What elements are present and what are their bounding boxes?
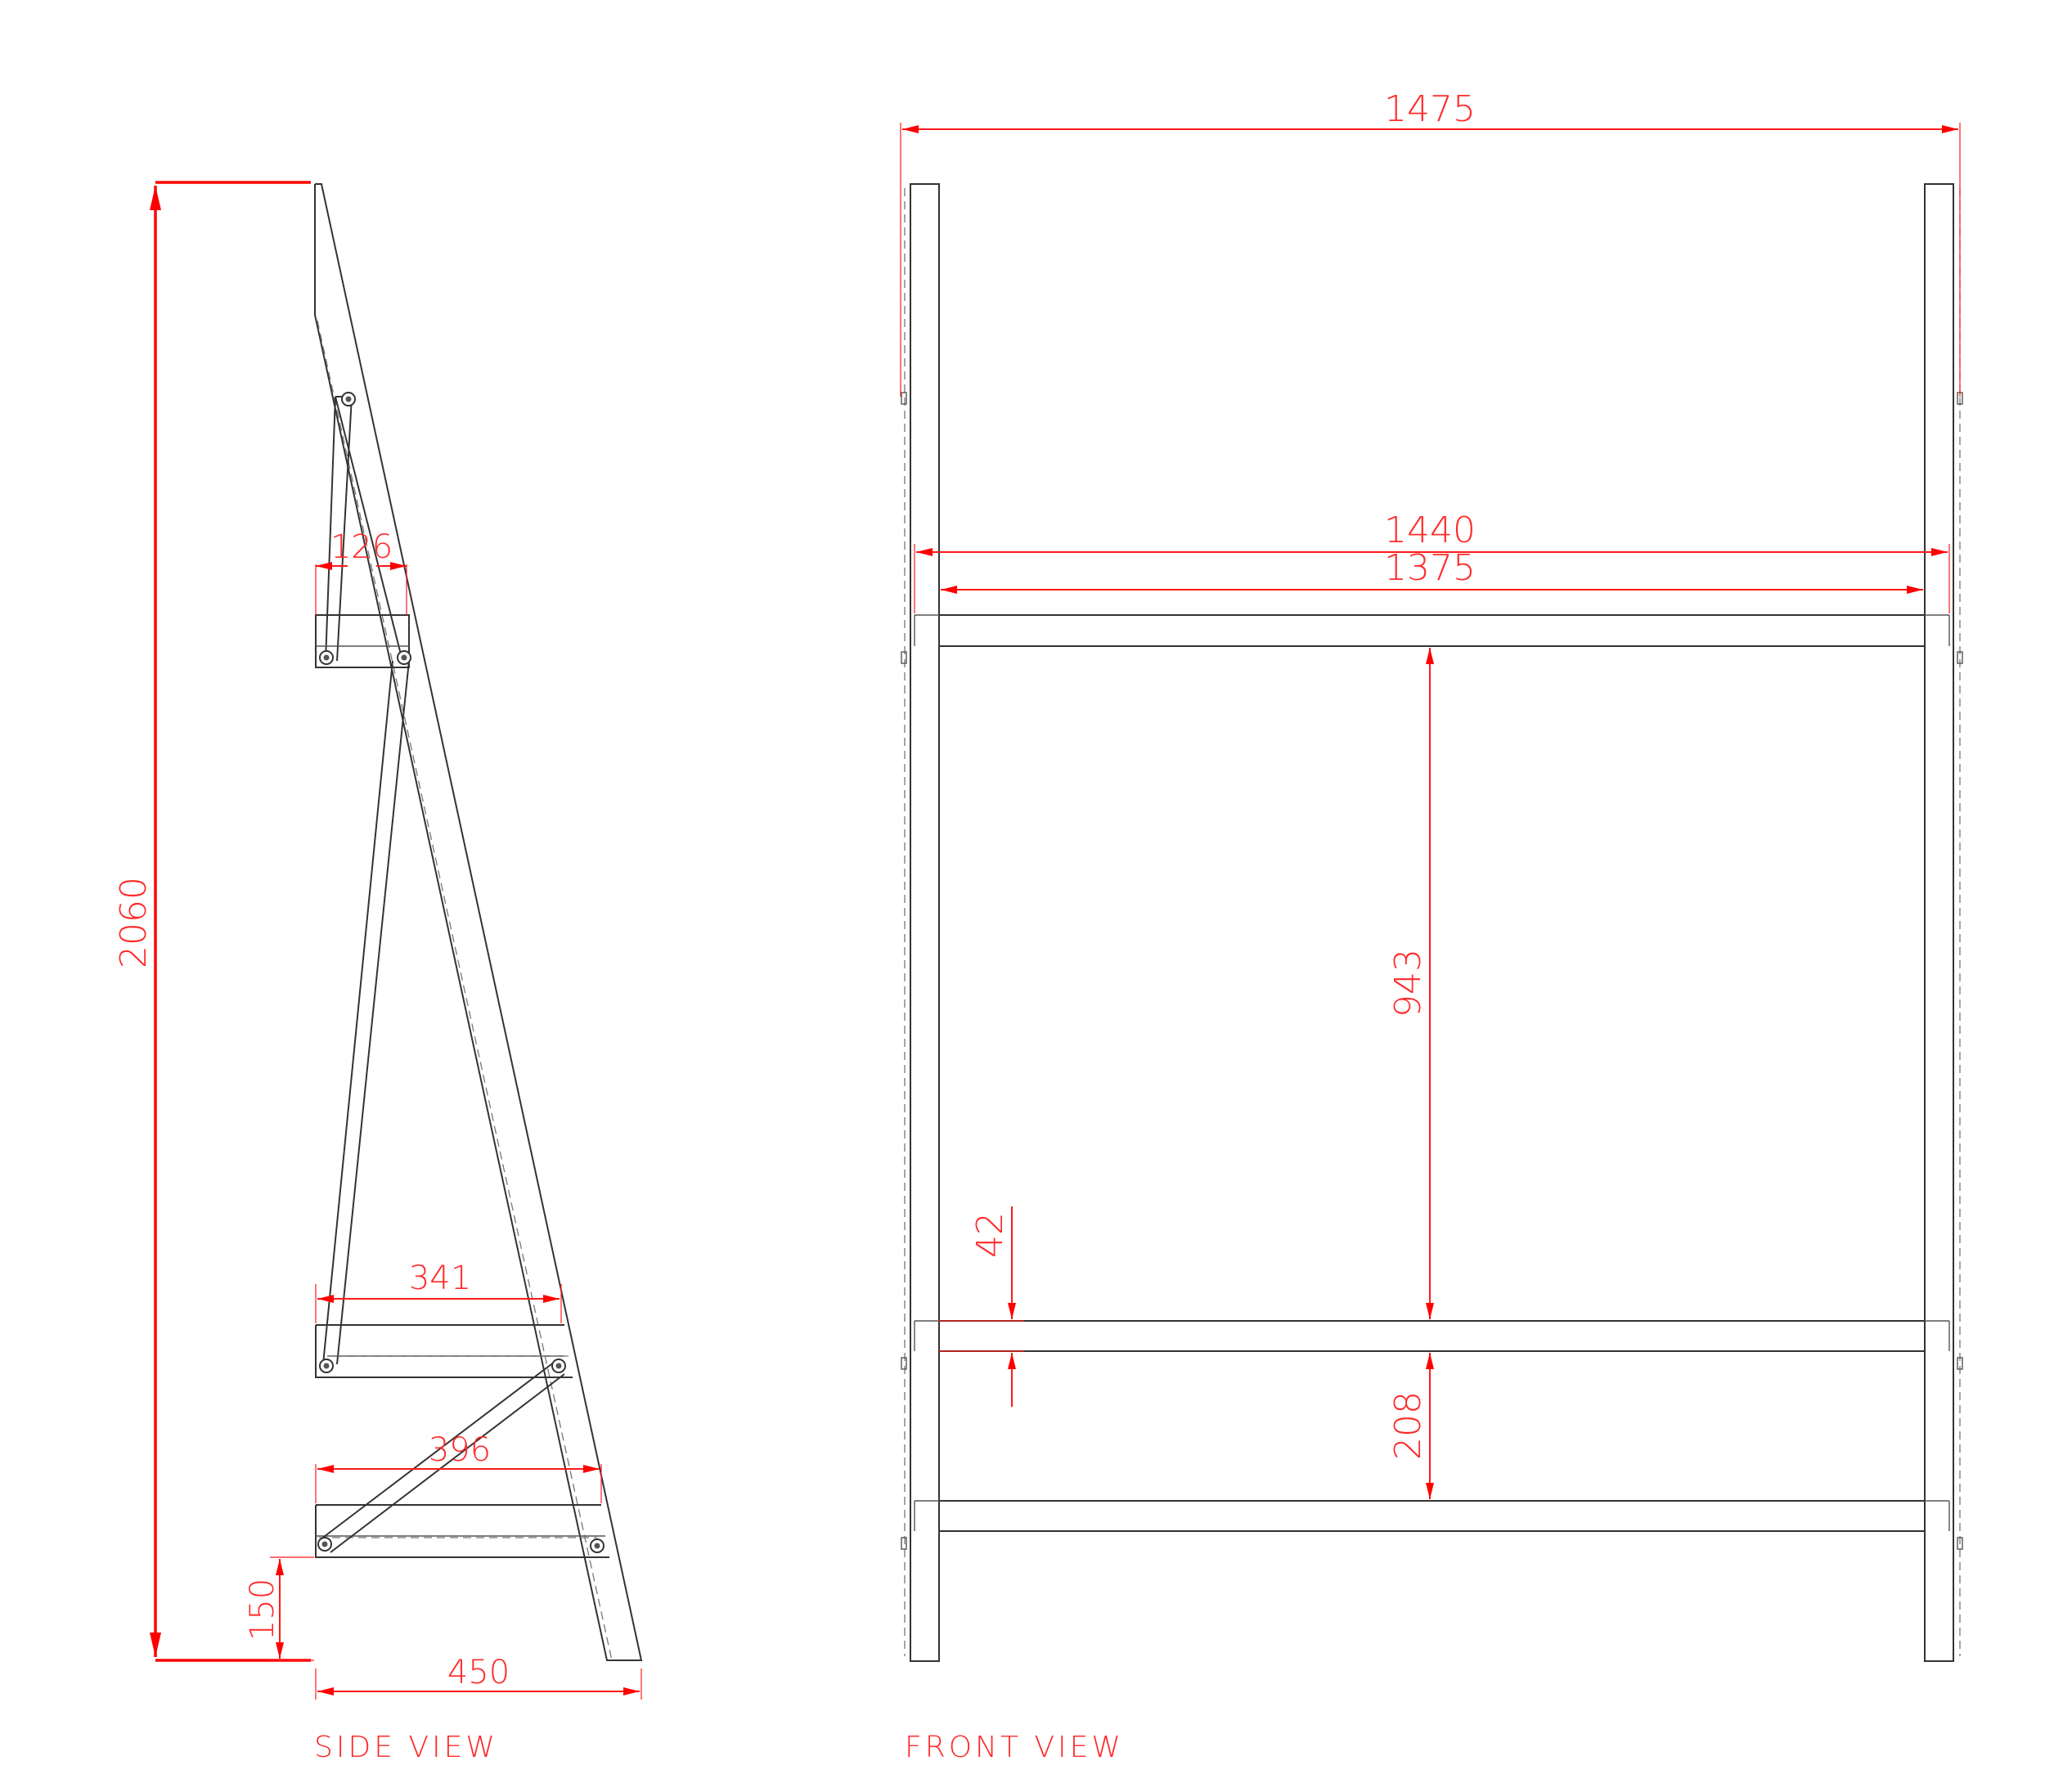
dim-shelf-width-outer: 1440 xyxy=(914,510,1950,613)
bolt-icon xyxy=(901,1357,907,1370)
dim-top-shelf-depth: 126 xyxy=(315,528,407,615)
front-bottom-shelf xyxy=(914,1500,1950,1532)
side-middle-shelf xyxy=(315,1324,573,1378)
bolt-icon xyxy=(901,1537,907,1550)
dim-overall-height: 2060 xyxy=(113,181,311,1662)
dim-shelf-thickness-label: 42 xyxy=(969,1212,1011,1258)
dim-bottom-clearance-label: 150 xyxy=(244,1579,281,1641)
bolt-icon xyxy=(1957,651,1963,664)
dim-shelf-spacing-lower: 208 xyxy=(1387,1353,1434,1499)
dim-base-depth-label: 450 xyxy=(447,1654,510,1691)
side-back-strut xyxy=(322,396,410,1365)
dim-overall-height-label: 2060 xyxy=(113,877,155,968)
side-top-shelf xyxy=(315,614,410,668)
dim-shelf-width-inner: 1375 xyxy=(941,547,1923,594)
dim-overall-width: 1475 xyxy=(900,88,1961,397)
bolt-icon xyxy=(1957,1537,1963,1550)
dim-middle-shelf-depth: 341 xyxy=(315,1260,562,1323)
side-bottom-shelf xyxy=(315,1504,609,1558)
side-main-rail xyxy=(314,183,643,1661)
bolt-icon xyxy=(901,651,907,664)
dim-overall-width-label: 1475 xyxy=(1384,88,1476,130)
front-middle-shelf xyxy=(914,1320,1950,1352)
dim-base-depth: 450 xyxy=(315,1654,642,1700)
dim-bottom-shelf-depth-label: 396 xyxy=(429,1431,491,1469)
dim-shelf-spacing-upper: 943 xyxy=(1387,648,1434,1319)
dim-shelf-spacing-lower-label: 208 xyxy=(1387,1391,1429,1460)
dim-middle-shelf-depth-label: 341 xyxy=(409,1260,471,1297)
dim-bottom-shelf-depth: 396 xyxy=(315,1431,602,1503)
dim-shelf-spacing-upper-label: 943 xyxy=(1387,949,1429,1017)
side-view: 2060 126 341 396 150 xyxy=(113,181,643,1764)
dim-shelf-thickness: 42 xyxy=(939,1206,1024,1407)
front-bolts xyxy=(901,392,1963,1550)
dim-top-shelf-depth-label: 126 xyxy=(330,528,393,566)
dim-shelf-width-outer-label: 1440 xyxy=(1384,510,1476,551)
front-left-upright xyxy=(904,183,940,1662)
front-top-shelf xyxy=(914,614,1950,647)
bolt-icon xyxy=(1957,1357,1963,1370)
front-view: 1475 1440 1375 943 42 xyxy=(900,88,1963,1764)
side-view-title: SIDE VIEW xyxy=(314,1731,498,1764)
dim-bottom-clearance: 150 xyxy=(244,1556,314,1661)
dim-shelf-width-inner-label: 1375 xyxy=(1384,547,1476,589)
side-cross-brace xyxy=(320,1361,565,1553)
front-view-title: FRONT VIEW xyxy=(905,1731,1124,1764)
front-right-upright xyxy=(1924,183,1961,1662)
side-bolts xyxy=(317,392,605,1553)
bolt-icon xyxy=(901,392,907,405)
